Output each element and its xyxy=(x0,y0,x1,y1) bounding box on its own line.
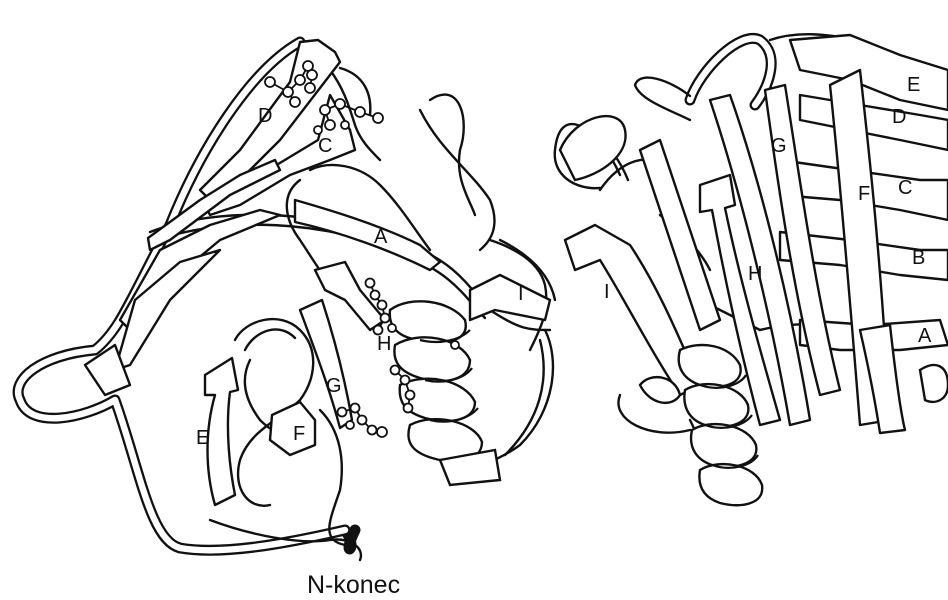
left-label-F: F xyxy=(293,423,305,445)
right-label-E: E xyxy=(907,74,920,96)
left-label-E: E xyxy=(196,427,209,449)
right-label-I: I xyxy=(604,281,610,303)
left-label-H: H xyxy=(377,333,391,355)
left-label-A: A xyxy=(374,226,388,248)
left-label-C: C xyxy=(318,135,332,157)
left-label-G: G xyxy=(326,375,342,397)
n-terminus-caption: N-konec xyxy=(307,571,400,599)
right-label-B: B xyxy=(912,247,925,269)
left-label-D: D xyxy=(258,105,272,127)
right-label-G: G xyxy=(771,135,787,157)
right-label-A: A xyxy=(918,325,932,347)
left-label-I: I xyxy=(518,283,524,305)
right-helix xyxy=(640,345,762,505)
left-ribbon-view: D C A H G F E I xyxy=(18,40,555,560)
left-outer-loop xyxy=(18,42,355,550)
left-loop-g xyxy=(235,319,313,400)
right-label-D: D xyxy=(892,106,906,128)
right-loop-a xyxy=(635,78,690,120)
right-label-C: C xyxy=(898,177,912,199)
right-ribbon-view: E D G F C B A H I xyxy=(555,34,948,505)
right-edge-helix xyxy=(920,365,948,402)
left-loop-d xyxy=(420,110,495,250)
left-strand-I xyxy=(470,275,550,320)
right-label-F: F xyxy=(858,183,870,205)
left-strand-E xyxy=(205,358,238,505)
right-label-H: H xyxy=(748,263,762,285)
